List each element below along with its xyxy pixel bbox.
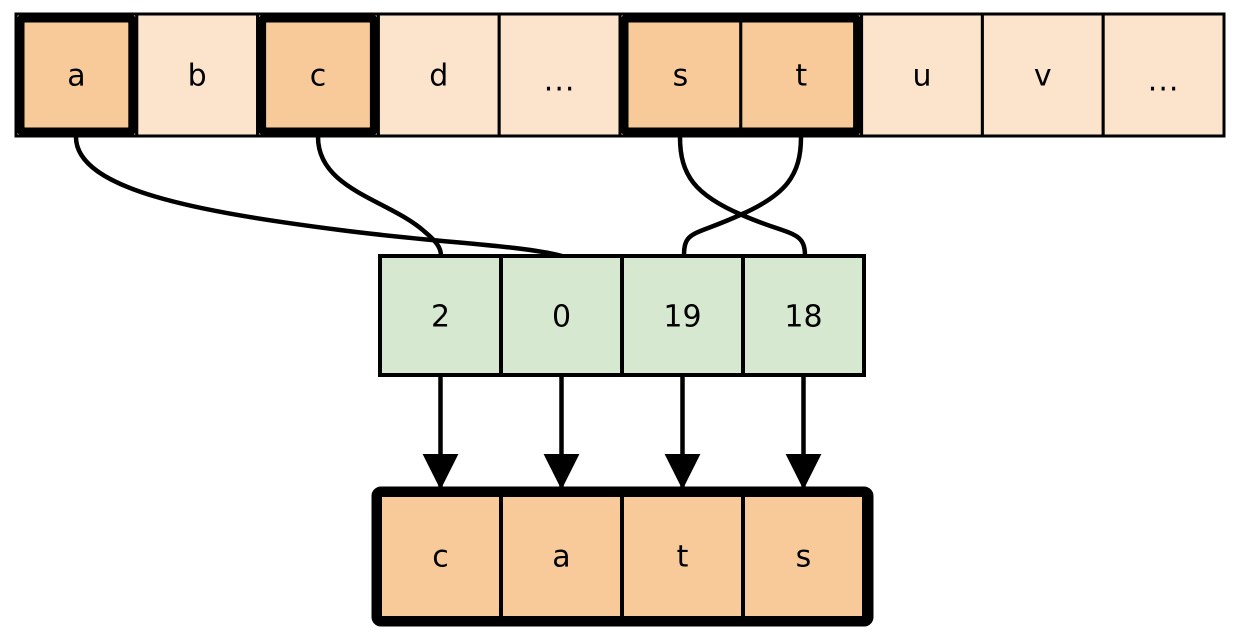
alphabet-cell-s[interactable]: s xyxy=(618,12,743,138)
index-cell-label: 19 xyxy=(663,300,701,335)
alphabet-row: a b c d ... s xyxy=(14,12,1226,138)
curve-t-to-19 xyxy=(681,134,804,259)
alphabet-highlight-outline-st xyxy=(619,13,863,137)
alphabet-cell-label: v xyxy=(1034,59,1052,94)
output-cell-label: a xyxy=(552,540,570,575)
alphabet-cell-label: ... xyxy=(1148,64,1180,99)
index-cell-label: 0 xyxy=(552,300,571,335)
output-cell-s[interactable]: s xyxy=(741,493,866,620)
output-cell-c[interactable]: c xyxy=(378,493,503,620)
index-cell-2[interactable]: 2 xyxy=(378,254,503,377)
alphabet-cell-label: b xyxy=(188,59,207,94)
connector-arrows xyxy=(422,376,822,490)
output-cell-a[interactable]: a xyxy=(499,493,624,620)
alphabet-cell-u[interactable]: u xyxy=(860,12,984,138)
index-cell-0[interactable]: 0 xyxy=(499,254,624,377)
curve-c-to-2 xyxy=(315,134,444,259)
index-cell-18[interactable]: 18 xyxy=(741,254,866,377)
alphabet-cell-label: ... xyxy=(544,64,576,99)
output-cell-label: t xyxy=(677,540,689,575)
output-cell-t[interactable]: t xyxy=(620,493,745,620)
alphabet-cell-label: c xyxy=(310,59,327,94)
alphabet-cell-a[interactable]: a xyxy=(14,12,139,138)
curve-a-to-0 xyxy=(73,134,565,259)
alphabet-cell-c[interactable]: c xyxy=(256,12,380,138)
output-cell-label: s xyxy=(796,540,812,575)
output-row: c a t s xyxy=(371,486,874,627)
alphabet-highlight-outline-a xyxy=(15,13,138,137)
alphabet-cell-label: s xyxy=(673,59,689,94)
curve-s-to-18 xyxy=(677,134,808,259)
alphabet-cell-d[interactable]: d xyxy=(376,12,501,138)
alphabet-cell-t[interactable]: t xyxy=(739,12,864,138)
alphabet-cell-label: d xyxy=(429,59,448,94)
alphabet-cell-b[interactable]: b xyxy=(135,12,260,138)
alphabet-cell-label: u xyxy=(912,59,931,94)
index-cell-label: 2 xyxy=(431,300,450,335)
index-row: 2 0 19 18 xyxy=(378,254,866,377)
alphabet-cell-ellipsis-1[interactable]: ... xyxy=(497,12,622,138)
alphabet-cell-v[interactable]: v xyxy=(980,12,1105,138)
alphabet-highlight-outline-c xyxy=(257,13,379,137)
connector-curves xyxy=(73,134,808,259)
index-cell-19[interactable]: 19 xyxy=(620,254,745,377)
alphabet-cell-label: a xyxy=(67,59,85,94)
alphabet-cell-label: t xyxy=(795,59,807,94)
alphabet-cell-ellipsis-2[interactable]: ... xyxy=(1101,12,1226,138)
index-cell-label: 18 xyxy=(784,300,822,335)
output-cell-label: c xyxy=(432,540,449,575)
output-row-outline xyxy=(371,486,874,627)
